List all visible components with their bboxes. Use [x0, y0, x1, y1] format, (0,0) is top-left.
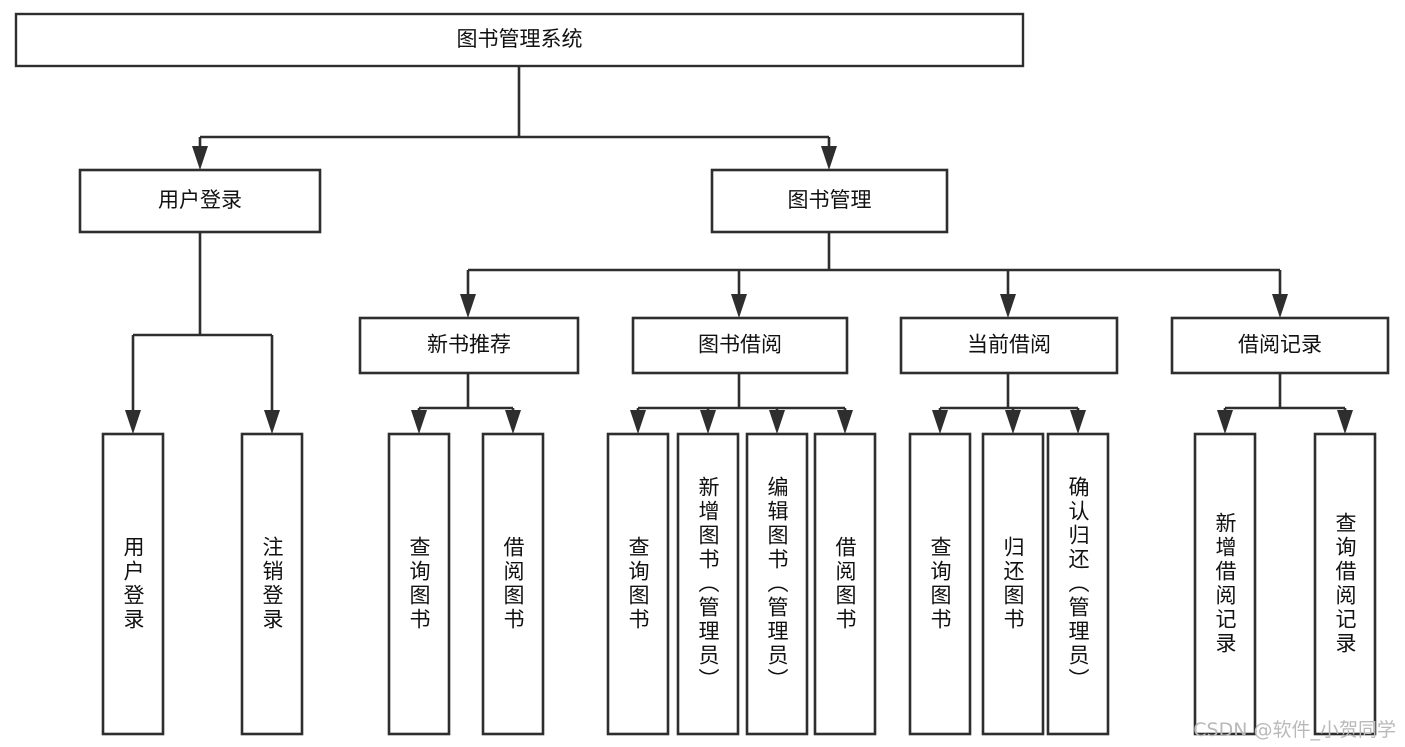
- node-leaf-borrow-book-2[interactable]: 借阅图书: [813, 432, 877, 736]
- node-borrow-record[interactable]: 借阅记录: [1170, 316, 1390, 375]
- connector-new-book-rec-to-leaf-2: [505, 408, 521, 434]
- watermark-label: CSDN @软件_小贺同学: [1193, 719, 1396, 741]
- node-label: 借阅图书: [501, 536, 525, 632]
- node-label: 新书推荐: [427, 333, 511, 357]
- node-box[interactable]: [745, 432, 809, 736]
- node-label: 借阅图书: [833, 536, 857, 632]
- node-box[interactable]: [240, 432, 304, 736]
- node-label: 当前借阅: [967, 333, 1051, 357]
- node-label: 查询借阅记录: [1333, 512, 1357, 656]
- node-box[interactable]: [908, 432, 972, 736]
- node-leaf-user-logout[interactable]: 注销登录: [240, 432, 304, 736]
- node-leaf-confirm-return[interactable]: 确认归还（管理员）: [1046, 432, 1110, 736]
- node-leaf-query-book-1[interactable]: 查询图书: [387, 432, 451, 736]
- node-box[interactable]: [14, 12, 1025, 68]
- connector-layer: [125, 66, 1353, 434]
- node-box[interactable]: [78, 168, 322, 234]
- node-box[interactable]: [631, 316, 849, 375]
- node-box[interactable]: [1193, 432, 1257, 736]
- connector-user-login-to-leaf-1: [125, 335, 141, 434]
- node-leaf-query-book-3[interactable]: 查询图书: [908, 432, 972, 736]
- connector-current-borrow-to-leaf-3: [1070, 408, 1086, 434]
- node-box[interactable]: [101, 432, 165, 736]
- node-box[interactable]: [676, 432, 740, 736]
- node-label: 查询图书: [626, 536, 650, 632]
- connector-book-manage-to-l3-1: [460, 270, 476, 318]
- connector-new-book-rec-to-leaf-1: [411, 408, 427, 434]
- node-label: 查询图书: [407, 536, 431, 632]
- connector-user-login-to-leaf-2: [264, 335, 280, 434]
- node-box[interactable]: [481, 432, 545, 736]
- node-label: 图书借阅: [698, 333, 782, 357]
- node-leaf-add-record[interactable]: 新增借阅记录: [1193, 432, 1257, 736]
- connector-book-manage-to-l3-3: [1000, 270, 1016, 318]
- node-leaf-query-record[interactable]: 查询借阅记录: [1313, 432, 1377, 736]
- node-book-borrow[interactable]: 图书借阅: [631, 316, 849, 375]
- connector-borrow-record-to-leaf-2: [1337, 408, 1353, 434]
- node-box[interactable]: [710, 168, 949, 234]
- node-label: 借阅记录: [1238, 333, 1322, 357]
- node-box[interactable]: [981, 432, 1045, 736]
- node-label: 图书管理: [788, 188, 872, 212]
- node-label: 图书管理系统: [457, 27, 583, 51]
- node-leaf-return-book[interactable]: 归还图书: [981, 432, 1045, 736]
- connector-book-borrow-to-leaf-2: [700, 408, 716, 434]
- node-leaf-query-book-2[interactable]: 查询图书: [606, 432, 670, 736]
- connector-current-borrow-to-leaf-2: [1005, 408, 1021, 434]
- node-box[interactable]: [1046, 432, 1110, 736]
- node-leaf-add-book[interactable]: 新增图书（管理员）: [676, 432, 740, 736]
- node-layer: 图书管理系统用户登录图书管理新书推荐图书借阅当前借阅借阅记录用户登录注销登录查询…: [14, 12, 1390, 736]
- node-box[interactable]: [387, 432, 451, 736]
- node-book-manage[interactable]: 图书管理: [710, 168, 949, 234]
- node-label: 归还图书: [1001, 536, 1025, 632]
- node-new-book-rec[interactable]: 新书推荐: [358, 316, 580, 375]
- node-label: 新增图书（管理员）: [696, 476, 720, 692]
- node-leaf-user-login[interactable]: 用户登录: [101, 432, 165, 736]
- connector-root-to-book-manage: [821, 137, 837, 170]
- node-box[interactable]: [606, 432, 670, 736]
- connector-book-manage-to-l3-4: [1272, 270, 1288, 318]
- node-label: 查询图书: [928, 536, 952, 632]
- node-box[interactable]: [899, 316, 1119, 375]
- node-current-borrow[interactable]: 当前借阅: [899, 316, 1119, 375]
- node-label: 用户登录: [158, 188, 242, 212]
- node-label: 用户登录: [121, 536, 145, 632]
- node-label: 编辑图书（管理员）: [765, 476, 789, 692]
- node-leaf-edit-book[interactable]: 编辑图书（管理员）: [745, 432, 809, 736]
- node-box[interactable]: [1313, 432, 1377, 736]
- node-root[interactable]: 图书管理系统: [14, 12, 1025, 68]
- node-box[interactable]: [358, 316, 580, 375]
- connector-root-to-user-login: [192, 137, 208, 170]
- node-leaf-borrow-book-1[interactable]: 借阅图书: [481, 432, 545, 736]
- connector-book-manage-to-l3-2: [731, 270, 747, 318]
- connector-book-borrow-to-leaf-4: [837, 408, 853, 434]
- connector-book-borrow-to-leaf-1: [630, 408, 646, 434]
- node-label: 新增借阅记录: [1213, 512, 1237, 656]
- node-box[interactable]: [813, 432, 877, 736]
- node-user-login[interactable]: 用户登录: [78, 168, 322, 234]
- connector-book-borrow-to-leaf-3: [769, 408, 785, 434]
- connector-borrow-record-to-leaf-1: [1217, 408, 1233, 434]
- node-box[interactable]: [1170, 316, 1390, 375]
- node-label: 确认归还（管理员）: [1066, 476, 1090, 692]
- node-label: 注销登录: [260, 536, 284, 632]
- connector-current-borrow-to-leaf-1: [932, 408, 948, 434]
